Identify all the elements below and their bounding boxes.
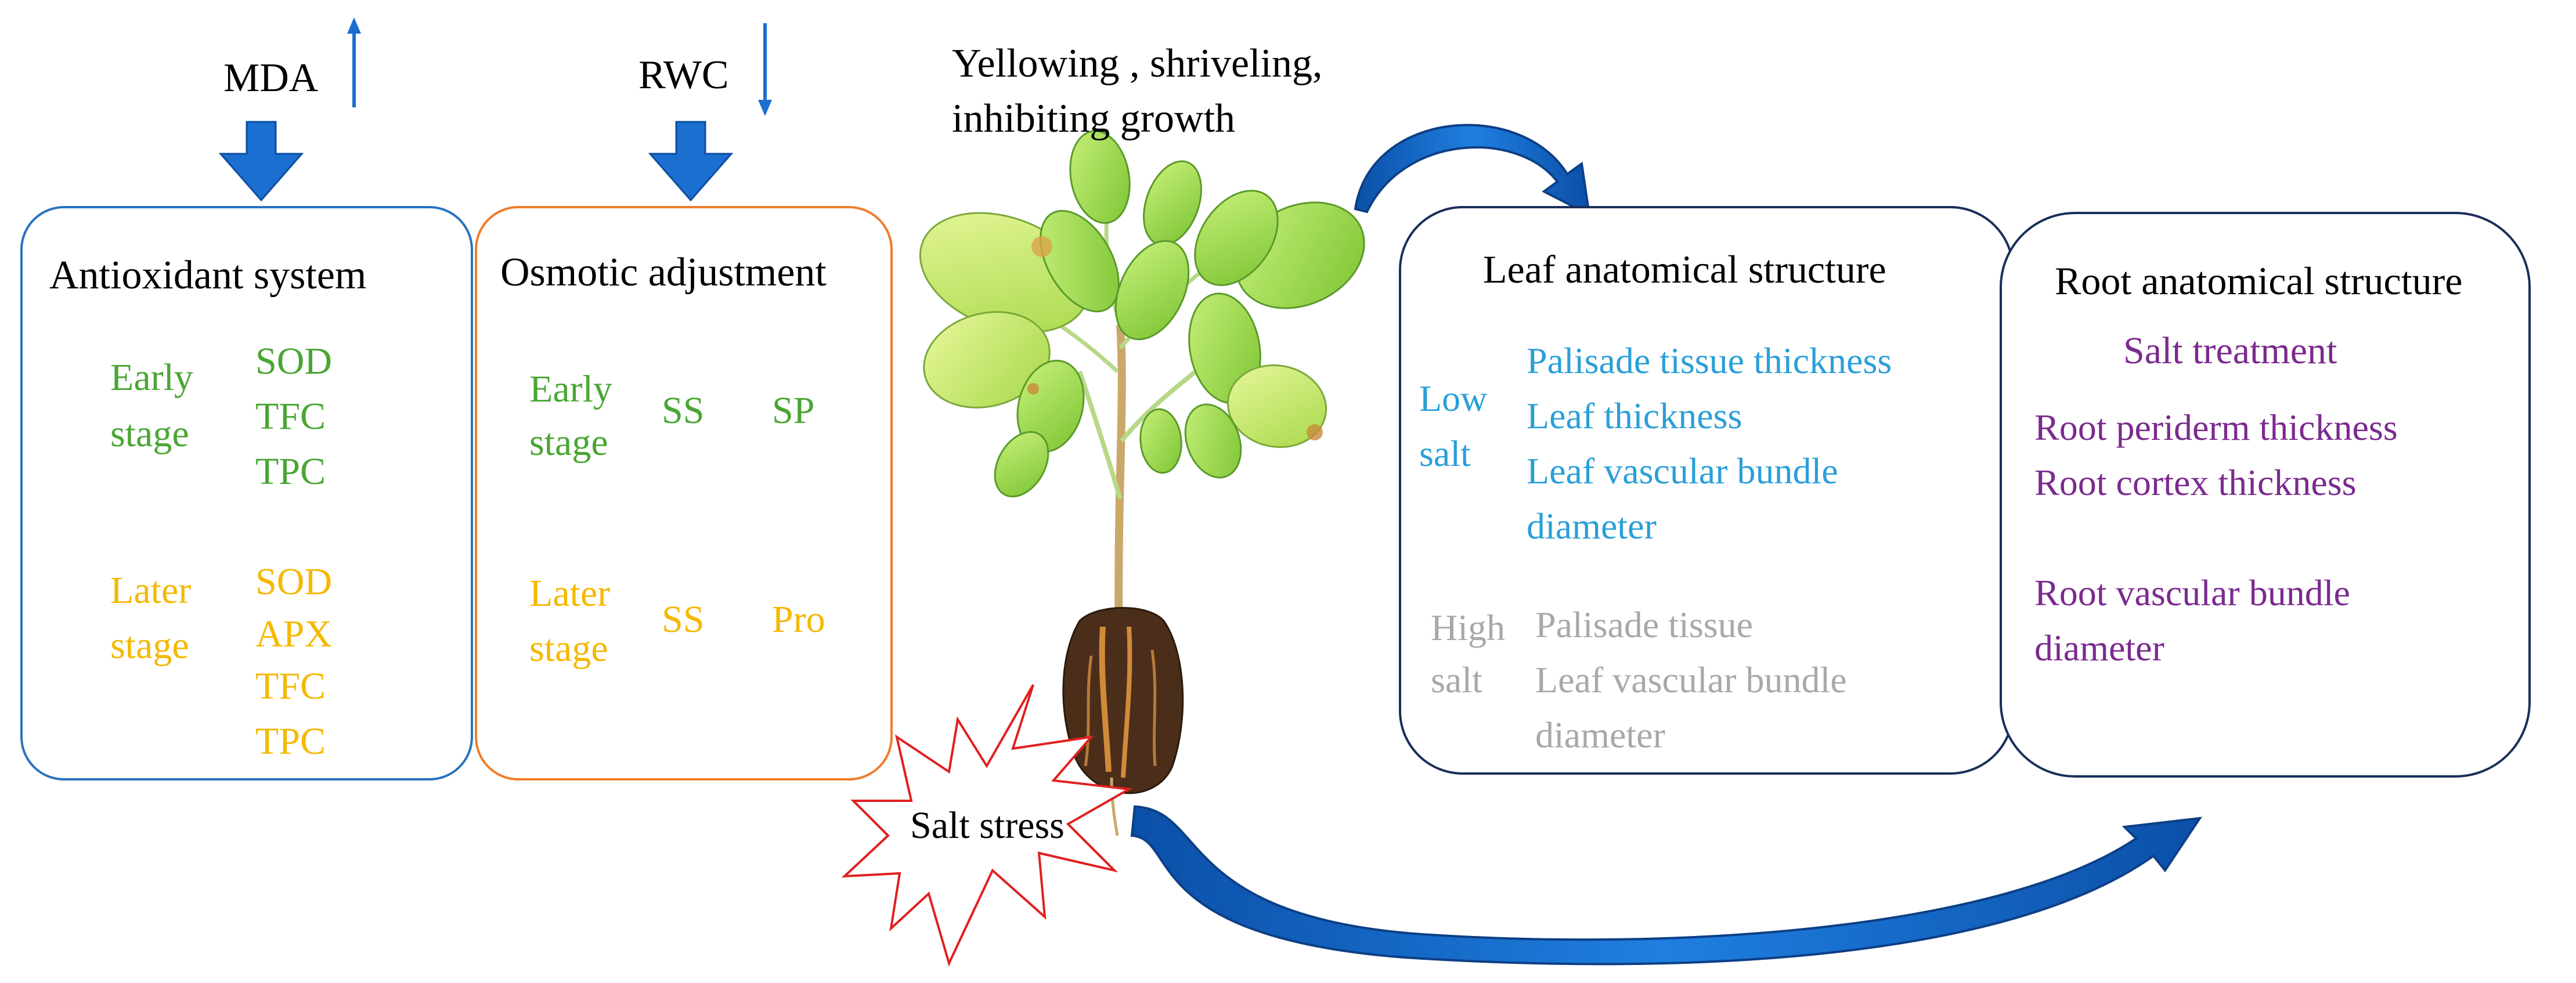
salt-stress-label: Salt stress bbox=[910, 804, 1065, 847]
osmotic-panel bbox=[475, 206, 893, 780]
leaf-low-line1: Low bbox=[1419, 378, 1488, 419]
leaf-high-line1: High bbox=[1431, 607, 1505, 648]
root-title: Root anatomical structure bbox=[2055, 259, 2463, 303]
antioxidant-early-line1: Early bbox=[110, 356, 193, 399]
leaf-low-item: Palisade tissue thickness bbox=[1527, 340, 1892, 381]
antioxidant-later-item: TFC bbox=[255, 665, 326, 707]
antioxidant-panel bbox=[20, 206, 473, 780]
antioxidant-later-line1: Later bbox=[110, 569, 192, 612]
root-up-item: Root periderm thickness bbox=[2034, 407, 2398, 448]
antioxidant-later-item: TPC bbox=[255, 720, 326, 762]
root-treatment: Salt treatment bbox=[2123, 330, 2337, 372]
osmotic-later-line1: Later bbox=[529, 572, 611, 615]
root-down-item: Root vascular bundle bbox=[2034, 572, 2350, 613]
osmotic-later-ss: SS bbox=[662, 598, 705, 641]
rwc-label: RWC bbox=[638, 53, 729, 97]
leaf-high-item: Palisade tissue bbox=[1535, 604, 1754, 645]
mda-down-arrow bbox=[218, 121, 304, 202]
plant-symptoms-line2: inhibiting growth bbox=[952, 96, 1236, 141]
leaf-low-item: Leaf thickness bbox=[1527, 395, 1742, 436]
osmotic-title: Osmotic adjustment bbox=[500, 250, 827, 295]
osmotic-early-line2: stage bbox=[529, 421, 608, 464]
antioxidant-early-item: TFC bbox=[255, 395, 326, 438]
leaf-title: Leaf anatomical structure bbox=[1483, 247, 1886, 291]
curved-arrow-to-root bbox=[1130, 805, 2203, 966]
leaf-low-item: diameter bbox=[1527, 505, 1657, 547]
rwc-down-arrow-icon bbox=[758, 23, 772, 116]
mda-up-arrow-icon bbox=[347, 17, 361, 107]
antioxidant-early-item: SOD bbox=[255, 340, 333, 382]
osmotic-later-line2: stage bbox=[529, 627, 608, 670]
antioxidant-later-line2: stage bbox=[110, 624, 189, 667]
leaf-low-line2: salt bbox=[1419, 433, 1471, 474]
root-up-item: Root cortex thickness bbox=[2034, 462, 2357, 503]
osmotic-later-pro: Pro bbox=[772, 598, 825, 641]
leaf-high-item: Leaf vascular bundle bbox=[1535, 659, 1847, 700]
antioxidant-later-item: SOD bbox=[255, 561, 333, 603]
antioxidant-later-item: APX bbox=[255, 613, 333, 655]
osmotic-early-line1: Early bbox=[529, 368, 612, 410]
leaf-low-item: Leaf vascular bundle bbox=[1527, 450, 1838, 492]
root-down-item: diameter bbox=[2034, 627, 2164, 668]
mda-label: MDA bbox=[223, 56, 319, 100]
antioxidant-early-item: TPC bbox=[255, 450, 326, 493]
curved-arrow-to-leaf bbox=[1354, 124, 1591, 217]
plant-illustration bbox=[919, 130, 1365, 836]
leaf-high-line2: salt bbox=[1431, 659, 1482, 700]
rwc-down-arrow bbox=[648, 121, 734, 202]
osmotic-early-sp: SP bbox=[772, 389, 815, 432]
osmotic-early-ss: SS bbox=[662, 389, 705, 432]
antioxidant-title: Antioxidant system bbox=[49, 253, 367, 298]
antioxidant-early-line2: stage bbox=[110, 413, 189, 455]
leaf-high-item: diameter bbox=[1535, 714, 1665, 756]
plant-symptoms-line1: Yellowing , shriveling, bbox=[952, 41, 1323, 86]
root-panel bbox=[2000, 212, 2531, 778]
leaf-panel bbox=[1399, 206, 2014, 775]
salt-stress-starburst bbox=[841, 684, 1133, 967]
